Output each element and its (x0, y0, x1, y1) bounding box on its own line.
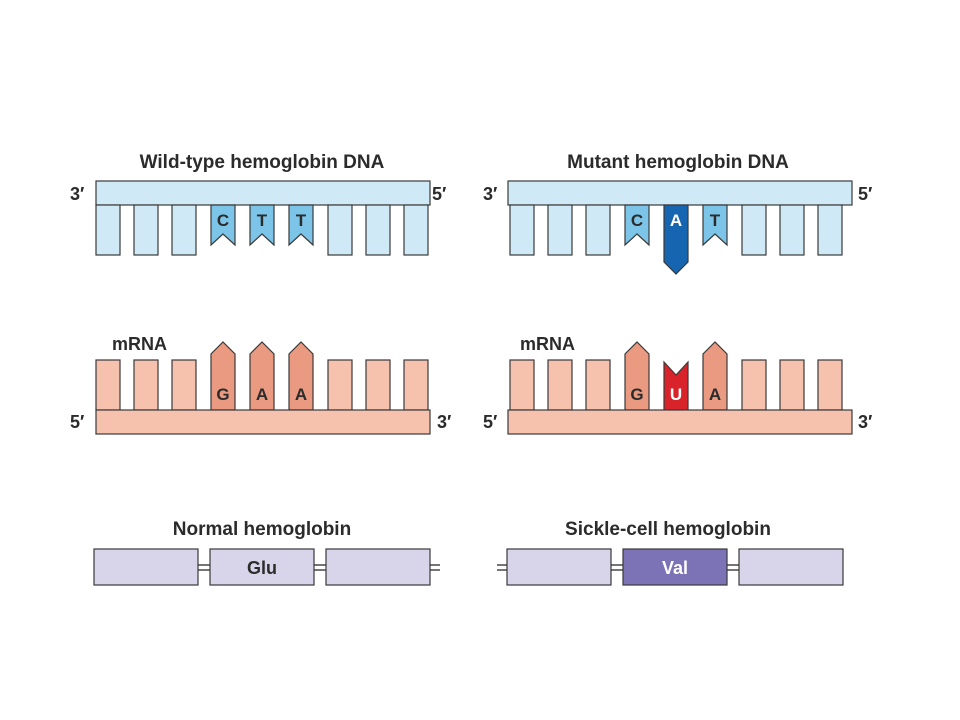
mutant-mrna-base-label: G (630, 385, 643, 404)
wildtype-mrna-tooth (171, 359, 197, 411)
mutant-dna-tooth (585, 204, 611, 256)
wildtype-dna-base-t (288, 204, 314, 247)
amino-acid-val (622, 548, 728, 586)
wildtype-dna-tooth (403, 204, 429, 256)
wildtype-mrna-tooth (365, 359, 391, 411)
mutant-dna-title: Mutant hemoglobin DNA (567, 152, 789, 173)
wildtype-dna-base-c (210, 204, 236, 247)
wildtype-mrna: mRNA 5′ 3′ G A A (70, 334, 451, 435)
mutant-mrna-tooth (817, 359, 843, 411)
amino-acid-label: Glu (247, 558, 277, 578)
wildtype-dna-title: Wild-type hemoglobin DNA (140, 152, 385, 173)
wildtype-mrna-base-label: A (295, 385, 307, 404)
wildtype-dna-tooth (365, 204, 391, 256)
wildtype-mrna-tooth (95, 359, 121, 411)
mutant-mrna-tooth (779, 359, 805, 411)
wildtype-mrna-tooth (403, 359, 429, 411)
wildtype-mrna-label: mRNA (112, 334, 167, 354)
wildtype-mrna-tooth (327, 359, 353, 411)
peptide-bond (430, 564, 440, 571)
mutant-dna-base-label: A (670, 211, 682, 230)
mutant-mrna-tooth (547, 359, 573, 411)
mutant-mrna-tooth (585, 359, 611, 411)
peptide-bond (314, 564, 326, 571)
wildtype-dna-base-t (249, 204, 275, 247)
mutant-dna-backbone (507, 180, 853, 206)
sickle-cell-hemoglobin: Sickle-cell hemoglobin Val (497, 519, 844, 586)
protein-segment (506, 548, 612, 586)
wildtype-dna-left-end: 3′ (70, 184, 84, 204)
protein-segment (93, 548, 199, 586)
wildtype-dna-base-label: T (257, 211, 268, 230)
mutant-dna: Mutant hemoglobin DNA 3′ 5′ C A T (483, 152, 872, 275)
protein-segment (738, 548, 844, 586)
mutant-mrna-tooth (509, 359, 535, 411)
sickle-cell-hemoglobin-title: Sickle-cell hemoglobin (565, 519, 771, 540)
wildtype-mrna-base-label: A (256, 385, 268, 404)
mutant-mrna-left-end: 5′ (483, 412, 497, 432)
mutant-mrna-right-end: 3′ (858, 412, 872, 432)
mutant-dna-base-t (702, 204, 728, 247)
mutant-mrna-tooth (741, 359, 767, 411)
wildtype-dna-right-end: 5′ (432, 184, 446, 204)
amino-acid-label: Val (662, 558, 688, 578)
mutant-dna-tooth (779, 204, 805, 256)
mutant-mrna: mRNA 5′ 3′ G U A (483, 334, 872, 435)
normal-hemoglobin: Normal hemoglobin Glu (93, 519, 440, 586)
amino-acid-glu (209, 548, 315, 586)
mutant-mrna-base-label: U (670, 385, 682, 404)
wildtype-dna-base-label: T (296, 211, 307, 230)
wildtype-mrna-base-label: G (216, 385, 229, 404)
mutant-dna-tooth (817, 204, 843, 256)
mutant-mrna-label: mRNA (520, 334, 575, 354)
mutant-dna-base-c (624, 204, 650, 247)
wildtype-mrna-right-end: 3′ (437, 412, 451, 432)
wildtype-dna-tooth (95, 204, 121, 256)
peptide-bond (198, 564, 210, 571)
mutant-mrna-base-label: A (709, 385, 721, 404)
peptide-bond (611, 564, 623, 571)
mutant-dna-tooth (547, 204, 573, 256)
wildtype-dna-backbone (95, 180, 431, 206)
mutant-dna-right-end: 5′ (858, 184, 872, 204)
mutant-mrna-backbone (507, 409, 853, 435)
wildtype-dna-tooth (133, 204, 159, 256)
wildtype-dna-base-label: C (217, 211, 229, 230)
wildtype-mrna-tooth (133, 359, 159, 411)
peptide-bond (497, 564, 507, 571)
protein-segment (325, 548, 431, 586)
wildtype-mrna-left-end: 5′ (70, 412, 84, 432)
wildtype-dna: Wild-type hemoglobin DNA 3′ 5′ C T T (70, 152, 446, 256)
wildtype-mrna-backbone (95, 409, 431, 435)
mutant-dna-left-end: 3′ (483, 184, 497, 204)
normal-hemoglobin-title: Normal hemoglobin (173, 519, 351, 540)
wildtype-dna-tooth (327, 204, 353, 256)
mutant-dna-base-label: C (631, 211, 643, 230)
mutant-dna-base-a (663, 204, 689, 275)
mutant-dna-base-label: T (710, 211, 721, 230)
mutant-dna-tooth (741, 204, 767, 256)
peptide-bond (727, 564, 739, 571)
mutant-dna-tooth (509, 204, 535, 256)
wildtype-dna-tooth (171, 204, 197, 256)
